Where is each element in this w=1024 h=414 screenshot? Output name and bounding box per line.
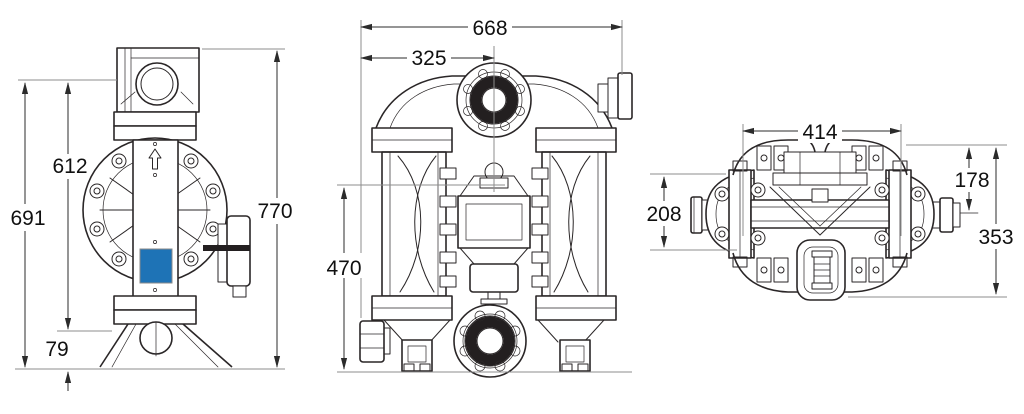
dim-label-353: 353 — [978, 226, 1013, 249]
front-air-inlet-port — [135, 62, 179, 106]
dim-label-414: 414 — [802, 121, 837, 144]
side-exhaust-port — [359, 320, 391, 363]
dim-label-208: 208 — [646, 203, 681, 226]
front-pump-art — [82, 47, 251, 368]
top-dimensions: 414 208 178 353 — [645, 119, 1016, 298]
dim-label-612: 612 — [52, 155, 87, 178]
side-bolt-rows — [439, 167, 549, 288]
side-air-inlet-port — [597, 72, 633, 120]
side-center-muffler — [469, 263, 519, 293]
side-chamber-right — [541, 151, 607, 297]
dim-label-668: 668 — [472, 17, 507, 40]
dim-label-178: 178 — [954, 169, 989, 192]
dim-label-770: 770 — [257, 200, 292, 223]
front-base-stand — [99, 321, 233, 368]
dim-label-325: 325 — [411, 47, 446, 70]
top-center-bar — [750, 199, 890, 229]
flow-direction-arrow-icon — [148, 148, 162, 170]
brand-badge — [139, 248, 173, 284]
dim-label-691: 691 — [10, 207, 45, 230]
side-feet — [383, 319, 605, 372]
top-muffler — [796, 239, 846, 301]
side-dimensions: 668 325 470 — [325, 15, 632, 373]
top-lower-lobes — [732, 252, 908, 293]
front-view: 691 612 79 770 — [10, 47, 296, 391]
side-bottom-flange — [453, 304, 527, 378]
front-bottom-flange-plate — [113, 295, 197, 311]
side-pump-art — [359, 62, 633, 378]
dim-label-79: 79 — [45, 338, 68, 361]
side-chamber-left — [381, 151, 447, 297]
side-view: 668 325 470 — [325, 15, 633, 378]
front-top-flange-plate — [113, 111, 197, 127]
top-center-bracket — [769, 151, 871, 236]
front-top-bracket — [116, 47, 200, 113]
dim-label-470: 470 — [326, 257, 361, 280]
front-clamp-band — [203, 245, 250, 251]
top-pump-art — [690, 139, 979, 301]
front-dimensions: 691 612 79 770 — [10, 48, 296, 391]
top-view: 414 208 178 353 — [645, 119, 1016, 301]
